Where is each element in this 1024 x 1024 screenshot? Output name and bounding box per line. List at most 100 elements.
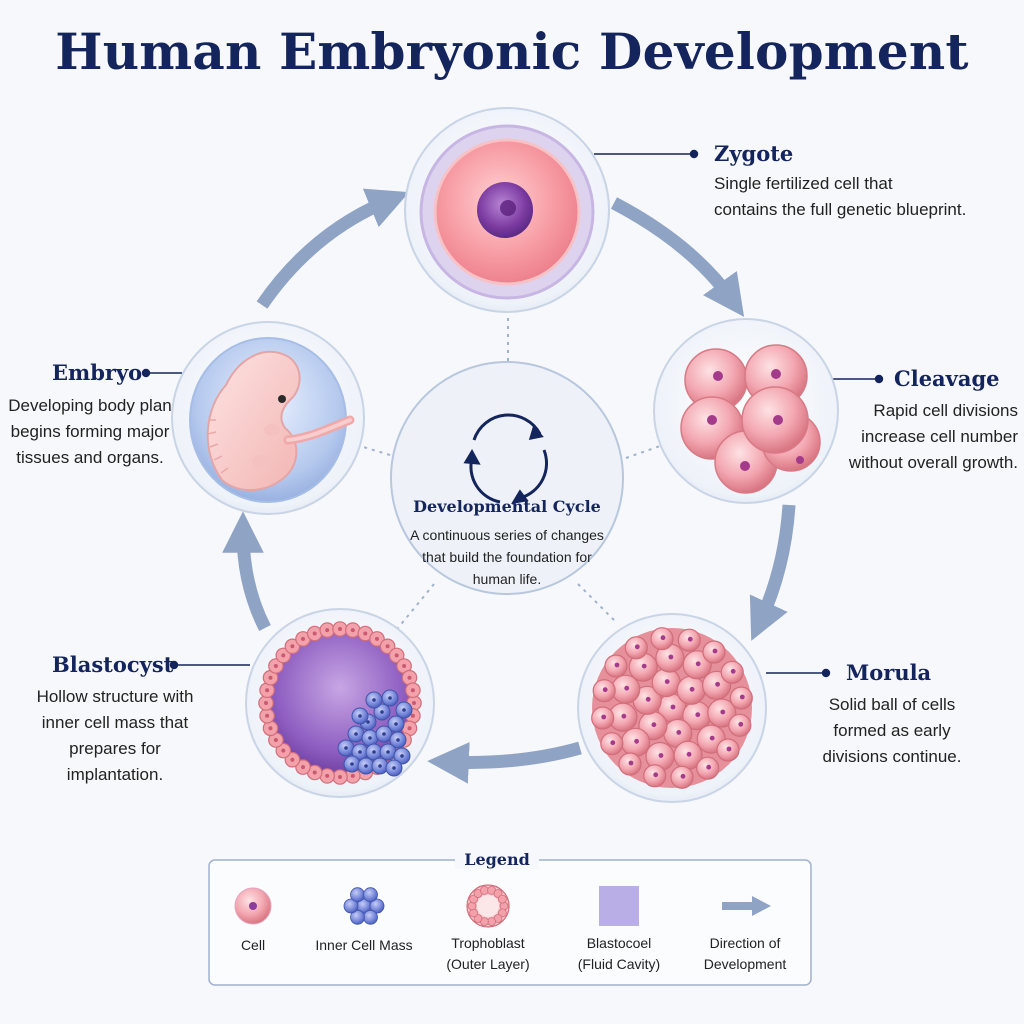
inner-cell-nucleus	[392, 766, 396, 770]
stage-name-cleavage: Cleavage	[894, 366, 1000, 391]
trophoblast-nucleus	[350, 773, 355, 778]
trophoblast-nucleus	[273, 738, 278, 742]
stage-desc-blastocyst: Hollow structure with inner cell mass th…	[36, 687, 194, 784]
trophoblast-nucleus	[410, 713, 415, 718]
trophoblast-nucleus	[264, 701, 268, 705]
trophoblast-icon	[466, 884, 510, 928]
trophoblast-nucleus	[301, 765, 305, 770]
legend-label-direction: Direction of Development	[703, 935, 787, 972]
trophoblast-nucleus	[268, 675, 273, 680]
arrow-embryo-to-zygote	[256, 188, 410, 309]
morula-cell-nucleus	[602, 687, 608, 693]
inner-cell-mass-icon	[343, 887, 385, 925]
cycle-icon	[463, 413, 549, 505]
center-circle	[390, 361, 624, 595]
morula-cell-nucleus	[621, 713, 627, 719]
inner-cell-nucleus	[358, 714, 362, 718]
morula-cell-nucleus	[695, 661, 701, 667]
morula-cell-nucleus	[706, 764, 712, 770]
morula-cell-nucleus	[658, 753, 664, 758]
stage-name-zygote: Zygote	[714, 141, 794, 166]
icm-legend-cell	[363, 909, 378, 925]
trophoblast-nucleus	[338, 627, 342, 631]
inner-cell-nucleus	[394, 722, 398, 726]
morula-cell-nucleus	[738, 721, 744, 727]
morula-cell-nucleus	[634, 738, 639, 744]
morula-illustration	[577, 613, 767, 803]
inner-cell-nucleus	[358, 750, 362, 754]
morula-cell-nucleus	[739, 694, 745, 700]
trophoblast-nucleus	[394, 653, 399, 658]
leader-lines	[141, 149, 884, 678]
trophoblast-legend-cell	[497, 894, 507, 904]
trophoblast-nucleus	[301, 636, 305, 641]
morula-cell-nucleus	[695, 712, 701, 718]
inner-cell-nucleus	[350, 762, 354, 766]
inner-cell-nucleus	[364, 764, 368, 768]
trophoblast-legend-cell	[479, 886, 489, 895]
trophoblast-nucleus	[290, 757, 295, 762]
inner-cell-nucleus	[382, 732, 386, 736]
morula-cell-nucleus	[651, 722, 657, 728]
morula-cell-nucleus	[687, 636, 693, 642]
inner-cell-nucleus	[386, 750, 390, 754]
icm-legend-cell	[350, 909, 365, 925]
inner-cell-nucleus	[372, 750, 376, 754]
stage-desc-embryo: Developing body plan begins forming majo…	[8, 396, 172, 467]
trophoblast-nucleus	[402, 664, 407, 668]
morula-cell-nucleus	[686, 751, 692, 757]
morula-cell-nucleus	[601, 714, 607, 720]
direction-arrow-icon	[722, 896, 771, 916]
icm-legend-cell	[363, 887, 378, 903]
embryo-illustration	[171, 321, 365, 515]
trophoblast-nucleus	[407, 675, 412, 680]
inner-cell-nucleus	[366, 720, 370, 724]
icm-legend-cell	[369, 898, 385, 914]
morula-cell-nucleus	[680, 773, 686, 779]
trophoblast-nucleus	[281, 748, 286, 753]
legend-label-cell: Cell	[240, 937, 266, 953]
legend-label-trophoblast: Trophoblast (Outer Layer)	[446, 935, 530, 972]
center-description: A continuous series of changes that buil…	[410, 527, 604, 587]
blastocyst-illustration	[245, 608, 435, 798]
blastocoel-icon	[599, 886, 639, 926]
cleavage-illustration	[653, 318, 839, 504]
stage-desc-morula: Solid ball of cells formed as early divi…	[822, 695, 962, 766]
inner-cell-nucleus	[396, 738, 400, 742]
zygote-illustration	[404, 107, 610, 313]
morula-cell-nucleus	[628, 760, 634, 766]
trophoblast-nucleus	[281, 653, 286, 658]
legend-icons	[234, 884, 771, 928]
stage-name-embryo: Embryo	[52, 360, 143, 385]
morula-cell-nucleus	[610, 740, 616, 746]
cycle-arrows	[222, 188, 796, 784]
morula-cell-nucleus	[660, 635, 666, 641]
stage-name-morula: Morula	[846, 660, 932, 685]
arrow-zygote-to-cleavage	[610, 197, 745, 317]
inner-cell-nucleus	[388, 696, 392, 700]
trophoblast-nucleus	[312, 631, 317, 636]
trophoblast-nucleus	[407, 726, 412, 731]
morula-cell-nucleus	[715, 681, 720, 687]
morula-cell-nucleus	[676, 730, 682, 735]
morula-cell-nucleus	[730, 668, 736, 674]
inner-cell-nucleus	[372, 698, 376, 702]
icm-legend-cell	[350, 887, 365, 903]
trophoblast-nucleus	[385, 644, 390, 649]
inner-cell-nucleus	[380, 710, 384, 714]
morula-cell-nucleus	[624, 685, 630, 691]
icm-legend-cell	[343, 898, 359, 914]
trophoblast-nucleus	[325, 773, 330, 778]
trophoblast-nucleus	[338, 775, 342, 779]
trophoblast-nucleus	[350, 628, 355, 633]
morula-cell-nucleus	[668, 654, 674, 660]
trophoblast-nucleus	[312, 770, 317, 775]
legend-label-inner-cell-mass: Inner Cell Mass	[315, 937, 413, 953]
trophoblast-nucleus	[265, 713, 270, 718]
trophoblast-nucleus	[375, 636, 379, 641]
legend-label-blastocoel: Blastocoel (Fluid Cavity)	[577, 935, 661, 972]
inner-cell-nucleus	[402, 708, 406, 712]
inner-cell-nucleus	[354, 732, 358, 736]
stage-name-blastocyst: Blastocyst	[52, 652, 174, 677]
